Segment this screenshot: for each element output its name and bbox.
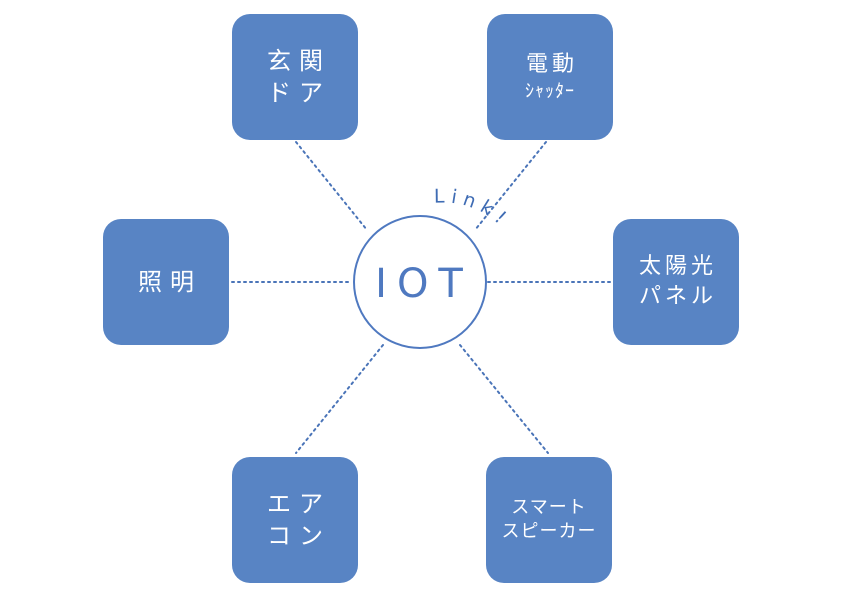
node-aircon[interactable]: エア コン — [232, 457, 358, 583]
link-front-door — [295, 141, 368, 231]
node-lighting-line1: 照明 — [138, 267, 202, 296]
node-solar[interactable]: 太陽光 パネル — [613, 219, 739, 345]
link-aircon — [295, 344, 384, 454]
node-speaker-line2: スピーカー — [501, 521, 597, 542]
node-shutter-line2: ｼｬｯﾀｰ — [525, 80, 575, 102]
link-shutter — [474, 141, 547, 231]
node-front-door-line1: 玄関 — [267, 46, 331, 75]
hub-label: IOT — [375, 261, 473, 307]
node-solar-line2: パネル — [638, 284, 717, 309]
node-aircon-line1: エア — [267, 489, 331, 518]
node-aircon-line2: コン — [267, 522, 331, 550]
node-speaker-line1: スマート — [511, 496, 587, 518]
node-shutter[interactable]: 電動 ｼｬｯﾀｰ — [487, 14, 613, 140]
node-front-door-line2: ドア — [267, 79, 331, 107]
link-speaker — [459, 344, 549, 454]
node-shutter-line1: 電動 — [525, 52, 578, 77]
iot-hub[interactable] — [353, 215, 487, 349]
node-solar-line1: 太陽光 — [638, 254, 717, 280]
node-speaker[interactable]: スマート スピーカー — [486, 457, 612, 583]
node-lighting[interactable]: 照明 — [103, 219, 229, 345]
node-front-door[interactable]: 玄関 ドア — [232, 14, 358, 140]
